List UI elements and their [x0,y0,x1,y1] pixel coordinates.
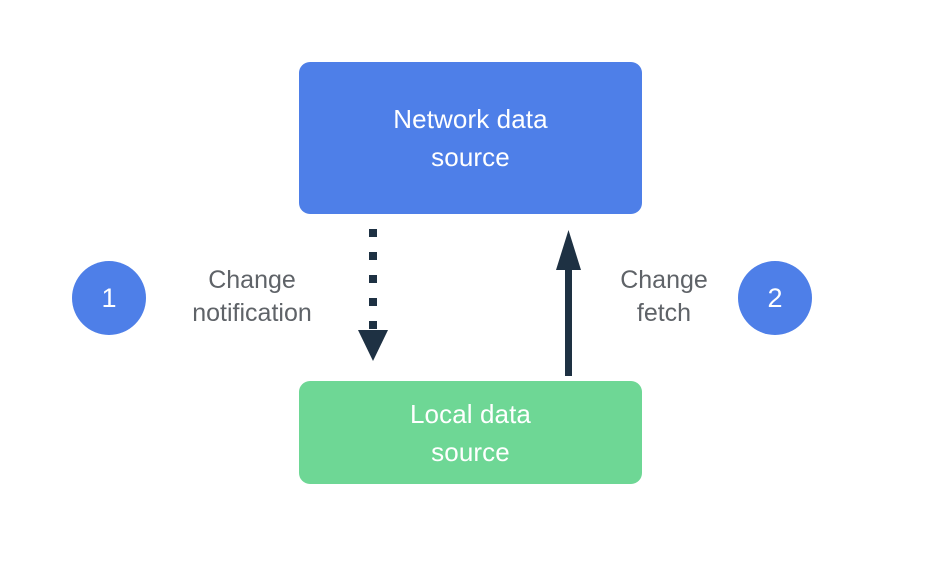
dotted-down-arrow-icon [352,225,394,365]
node-network-data-source[interactable]: Network data source [299,62,642,214]
node-local-data-source[interactable]: Local data source [299,381,642,484]
step-badge-2[interactable]: 2 [738,261,812,335]
step-label-change-notification: Change notification [192,266,312,327]
step-badge-1[interactable]: 1 [72,261,146,335]
solid-up-arrow-icon [552,226,588,378]
step-label-change-fetch: Change fetch [620,266,708,327]
